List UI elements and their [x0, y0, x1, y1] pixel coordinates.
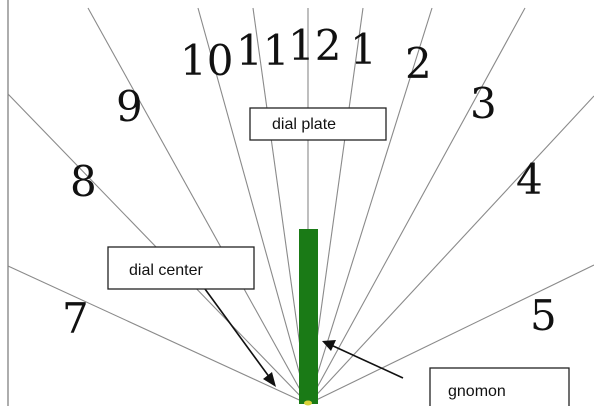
dial-plate-callout: dial plate [249, 107, 387, 141]
dial-center-arrowhead [263, 372, 276, 387]
hour-line-10 [197, 7, 309, 405]
dial-center-label: dial center [129, 262, 203, 279]
hour-label-4: 4 [516, 155, 543, 204]
dial-center-point [304, 400, 312, 406]
hour-line-7 [7, 265, 309, 405]
dial-center-callout: dial center [107, 246, 276, 387]
hour-label-8: 8 [70, 157, 97, 206]
hour-line-11 [252, 7, 309, 405]
hour-label-10: 10 [180, 36, 233, 85]
hour-label-9: 9 [116, 82, 143, 131]
hour-line-2 [307, 7, 433, 405]
hour-label-12: 12 [288, 21, 341, 70]
hour-line-9 [87, 7, 309, 405]
gnomon-arrowhead [322, 340, 336, 351]
dial-center-box [107, 246, 255, 290]
dial-center-arrow-line [204, 288, 271, 379]
hour-labels: 7 8 9 10 11 12 1 2 3 4 5 [62, 21, 557, 343]
hour-label-3: 3 [470, 79, 497, 128]
gnomon-callout: gnomon [322, 340, 570, 406]
hour-label-2: 2 [405, 39, 432, 88]
dial-plate-box [249, 107, 387, 141]
hour-line-4 [307, 95, 594, 405]
hour-label-5: 5 [530, 291, 557, 340]
gnomon-box [429, 367, 570, 406]
hour-label-11: 11 [236, 26, 289, 75]
gnomon-bar [299, 229, 318, 404]
hour-lines [7, 7, 594, 405]
hour-label-1: 1 [350, 25, 377, 74]
hour-line-3 [307, 7, 526, 405]
hour-label-7: 7 [62, 294, 89, 343]
gnomon-label: gnomon [448, 383, 506, 400]
dial-plate-label: dial plate [272, 116, 336, 133]
hour-line-5 [307, 264, 594, 405]
gnomon-arrow-line [330, 344, 404, 379]
